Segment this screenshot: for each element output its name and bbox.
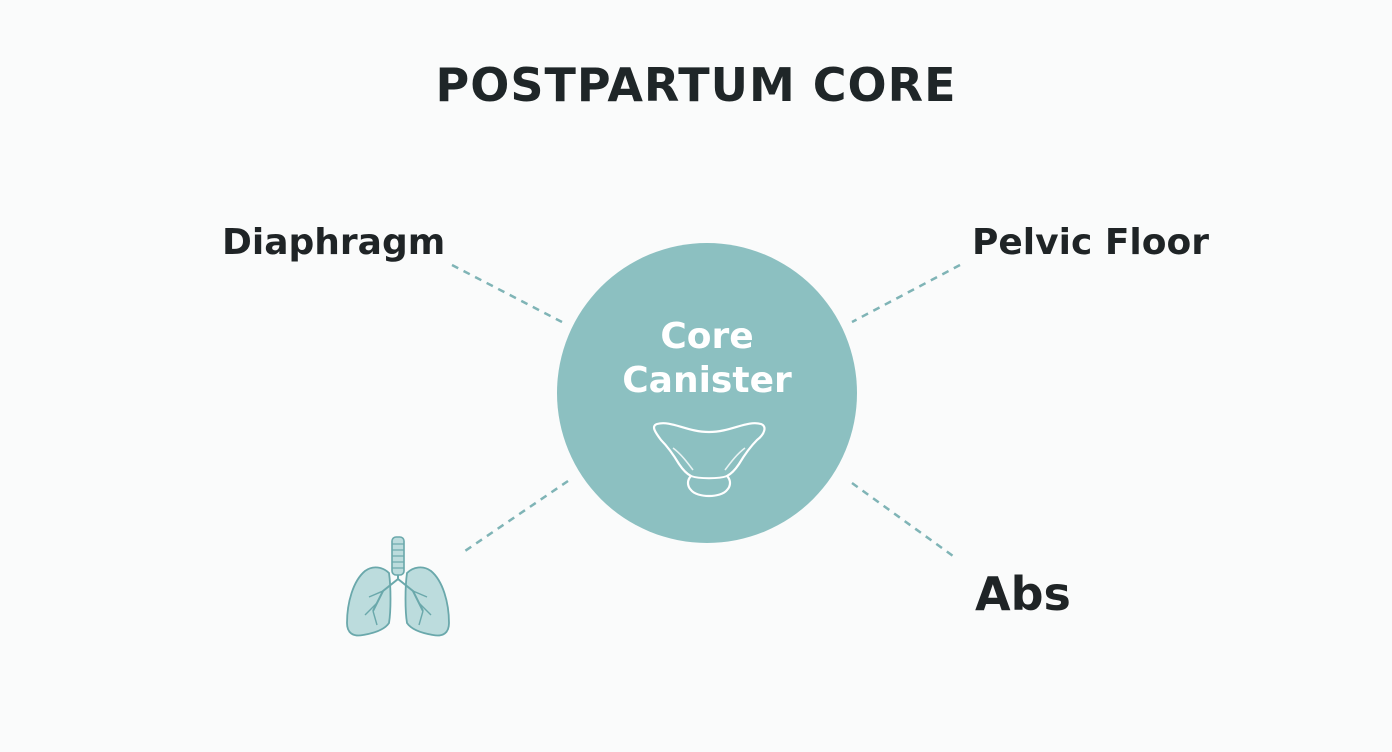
- connector-diaphragm: [451, 263, 563, 324]
- core-canister-hub: Core Canister: [557, 243, 857, 543]
- diagram-title: POSTPARTUM CORE: [435, 58, 957, 112]
- hub-title-line-2: Canister: [622, 360, 792, 401]
- connector-abs: [851, 481, 954, 558]
- node-label-diaphragm: Diaphragm: [222, 222, 446, 263]
- connector-lungs: [461, 479, 569, 555]
- connector-pelvic-floor: [851, 263, 961, 324]
- node-label-abs: Abs: [975, 567, 1071, 621]
- hub-title-line-1: Core: [660, 316, 754, 357]
- node-label-pelvic-floor: Pelvic Floor: [972, 222, 1209, 263]
- lungs-icon: [346, 536, 450, 637]
- pelvis-icon: [652, 422, 766, 498]
